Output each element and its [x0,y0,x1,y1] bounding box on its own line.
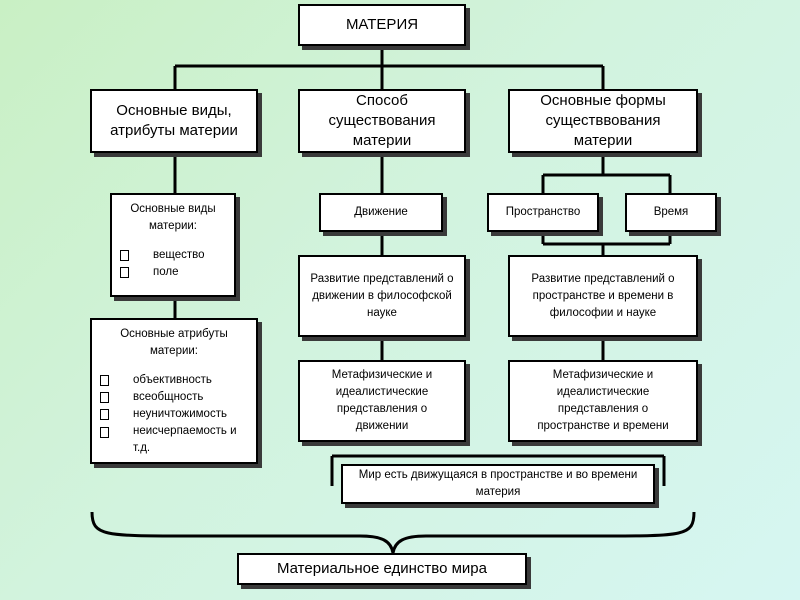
list-item: вещество [120,247,226,264]
list-item: неуничтожимость [100,406,248,423]
kinds-list: вещество поле [120,247,226,281]
bullet-icon [100,375,109,386]
space-label: Пространство [505,206,581,218]
forms-of-existence-label: Основные формы существвования материи [540,92,666,149]
kinds-heading: Основные виды материи: [130,203,216,232]
list-item: неисчерпаемость и т.д. [100,423,248,457]
forms-of-existence-box: Основные формы существвования материи [508,89,698,153]
list-item: всеобщность [100,389,248,406]
attributes-list: объективность всеобщность неуничтожимост… [100,372,248,457]
bullet-icon [100,409,109,420]
bullet-icon [100,427,109,438]
space-time-development-label: Развитие представлений о пространстве и … [531,272,675,319]
time-box: Время [625,193,717,232]
world-box: Мир есть движущаяся в пространстве и во … [341,464,655,504]
bullet-icon [100,392,109,403]
space-time-development-box: Развитие представлений о пространстве и … [508,255,698,337]
root-box: МАТЕРИЯ [298,4,466,46]
world-label: Мир есть движущаяся в пространстве и во … [358,469,638,498]
material-unity-label: Материальное единство мира [277,560,487,577]
motion-development-box: Развитие представлений о движении в фило… [298,255,466,337]
mode-of-existence-box: Способ существования материи [298,89,466,153]
list-item: объективность [100,372,248,389]
motion-label: Движение [354,206,408,218]
time-label: Время [653,206,689,218]
kinds-of-matter-box: Основные виды материи: вещество поле [110,193,236,297]
bullet-icon [120,250,129,261]
motion-development-label: Развитие представлений о движении в фило… [310,272,454,319]
root-label: МАТЕРИЯ [345,16,419,33]
list-item: поле [120,264,226,281]
kinds-attributes-label: Основные виды, атрибуты материи [110,102,238,139]
attributes-of-matter-box: Основные атрибуты материи: объективность… [90,318,258,464]
space-box: Пространство [487,193,599,232]
motion-box: Движение [319,193,443,232]
space-time-metaphysical-box: Метафизические и идеалистические предста… [508,360,698,442]
motion-metaphysical-box: Метафизические и идеалистические предста… [298,360,466,442]
material-unity-box: Материальное единство мира [237,553,527,585]
bullet-icon [120,267,129,278]
motion-metaphysical-label: Метафизические и идеалистические предста… [331,369,433,432]
space-time-metaphysical-label: Метафизические и идеалистические предста… [537,369,669,432]
mode-of-existence-label: Способ существования материи [328,92,436,149]
attributes-heading: Основные атрибуты материи: [120,328,228,357]
kinds-attributes-box: Основные виды, атрибуты материи [90,89,258,153]
